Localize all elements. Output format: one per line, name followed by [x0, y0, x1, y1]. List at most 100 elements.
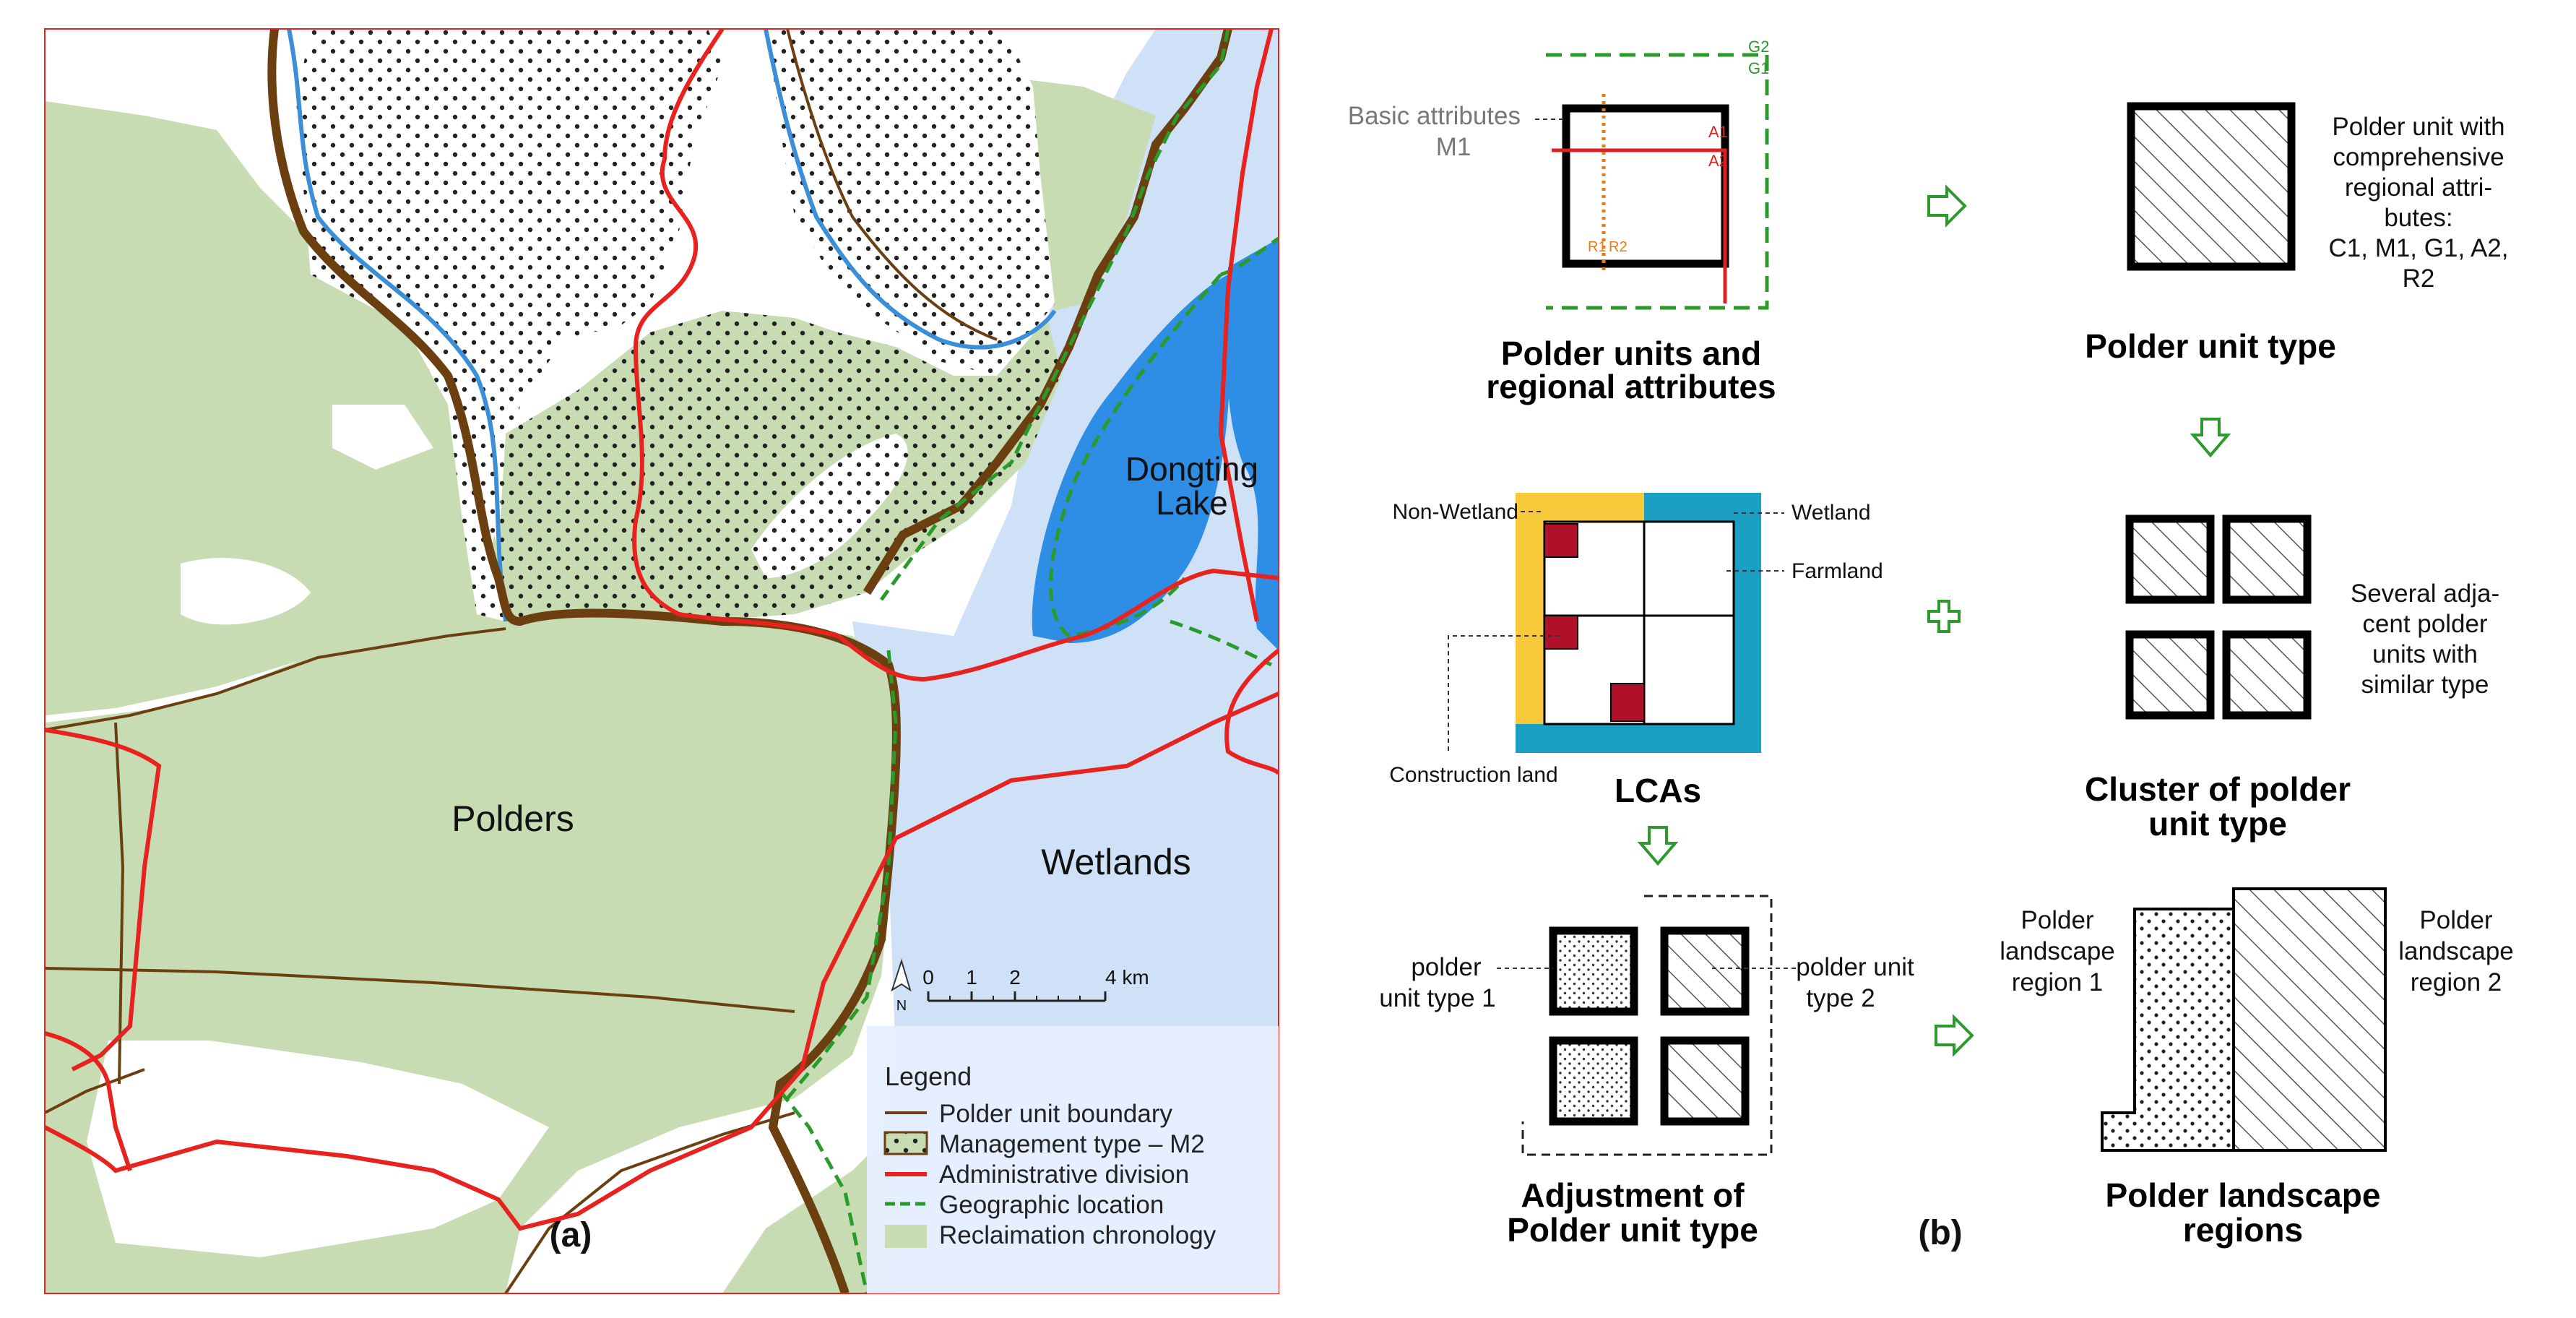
arrow-right-icon: [1927, 184, 1967, 228]
scale-tick-1: 1: [966, 966, 977, 988]
basic-attr-label-1: Basic attributes: [1348, 102, 1521, 130]
polders-label: Polders: [451, 798, 574, 839]
type1-label-1: polder: [1411, 953, 1482, 981]
step-adjustment-polder-unit-type: polder unit type 1 polder unit type 2 Ad…: [1379, 895, 1914, 1249]
step-polder-unit-type: Polder unit with comprehensive regional …: [2085, 102, 2509, 365]
basic-attr-label-2: M1: [1436, 133, 1471, 161]
step1-title-1: Polder units and: [1501, 335, 1761, 372]
cluster-unit-1: [2125, 514, 2215, 604]
type2-label-1: polder unit: [1796, 953, 1914, 981]
step2-desc-6: R2: [2403, 264, 2435, 293]
lake-label-1: Dongting: [1125, 450, 1258, 488]
region1-label-2: landscape: [2000, 937, 2115, 965]
step-polder-landscape-regions: Polder landscape region 1 Polder landsca…: [2000, 887, 2514, 1249]
step1-title-2: regional attributes: [1486, 368, 1776, 405]
g-boundary-dashed: [1546, 53, 1769, 310]
polder-area-left: [45, 101, 506, 715]
step5-title-2: Polder unit type: [1507, 1211, 1758, 1249]
attr-a1-label: A1: [1708, 123, 1728, 141]
arrow-down-icon: [2190, 418, 2231, 458]
main-dyke: [267, 29, 901, 1293]
attr-r2-label: R2: [1609, 239, 1628, 255]
management-area-white-dots-2: [766, 29, 1055, 376]
river-line: [287, 29, 508, 622]
type1-label-2: unit type 1: [1379, 984, 1496, 1012]
legend-title: Legend: [885, 1061, 972, 1091]
adjust-unit-1: [1549, 926, 1638, 1016]
non-wetland-label: Non-Wetland: [1392, 500, 1518, 524]
construction-leader: [1448, 635, 1560, 751]
legend: Legend Polder unit boundary Management t…: [867, 1026, 1279, 1293]
step-polder-units-regional-attributes: G2 G1 A1 A2 R1 R2 Basic attributes M1 Po…: [1348, 38, 1776, 405]
legend-item-management: Management type – M2: [939, 1130, 1205, 1158]
cluster-unit-3: [2125, 630, 2215, 720]
region1-label-3: region 1: [2012, 968, 2103, 996]
cluster-unit-4: [2222, 630, 2312, 720]
landscape-region-1: [2101, 908, 2235, 1152]
scale-tick-4: 4 km: [1105, 966, 1149, 988]
attr-r1-label: R1: [1588, 239, 1607, 255]
step2-desc-4: butes:: [2384, 204, 2452, 232]
legend-item-admin: Administrative division: [939, 1160, 1189, 1189]
step2-desc-1: Polder unit with: [2332, 113, 2504, 141]
region1-label-1: Polder: [2020, 906, 2094, 934]
white-patch-mid: [332, 405, 433, 470]
north-arrow-icon: [891, 958, 912, 992]
adjust-unit-3: [1549, 1036, 1638, 1126]
legend-item-boundary: Polder unit boundary: [939, 1100, 1172, 1128]
cluster-unit-2: [2222, 514, 2312, 604]
legend-swatch-chronology: [885, 1225, 927, 1248]
step-lcas: Non-Wetland Wetland Farmland Constructio…: [1389, 493, 1883, 809]
scale-tick-2: 2: [1009, 966, 1021, 988]
step6-title-2: regions: [2183, 1211, 2303, 1249]
region2-label-3: region 2: [2411, 968, 2502, 996]
step4-title-1: Cluster of polder: [2085, 770, 2351, 808]
step4-desc-2: cent polder: [2362, 610, 2488, 638]
polder-area-southwest-white: [87, 1041, 549, 1257]
north-label: N: [896, 998, 907, 1014]
polder-unit-type-square: [2127, 102, 2296, 271]
construction-land-patch-2: [1544, 615, 1578, 650]
adjust-unit-4: [1660, 1036, 1750, 1126]
step4-desc-1: Several adja-: [2351, 580, 2499, 608]
legend-item-chronology: Reclaimation chronology: [939, 1221, 1216, 1249]
step2-desc-3: regional attri-: [2345, 173, 2492, 202]
a-boundary-line: [1552, 148, 1727, 303]
farmland-label: Farmland: [1791, 559, 1883, 583]
step2-title: Polder unit type: [2085, 327, 2336, 365]
region2-label-2: landscape: [2398, 937, 2514, 965]
arrow-down-icon-2: [1637, 826, 1679, 866]
step2-desc-5: C1, M1, G1, A2,: [2329, 234, 2509, 262]
wetland-label: Wetland: [1791, 501, 1871, 525]
step5-title-1: Adjustment of: [1521, 1176, 1745, 1214]
legend-swatch-management: [883, 1131, 928, 1155]
panel-b-label: (b): [1918, 1214, 1962, 1252]
panel-a-label: (a): [550, 1216, 592, 1254]
step4-title-2: unit type: [2148, 805, 2287, 843]
step-cluster-polder-unit-type: Several adja- cent polder units with sim…: [2085, 514, 2499, 843]
map-panel: Polders Wetlands Dongting Lake N 0 1 2 4…: [44, 28, 1279, 1294]
construction-land-label: Construction land: [1389, 763, 1557, 787]
lake-label-2: Lake: [1156, 484, 1228, 522]
scale-tick-0: 0: [922, 966, 934, 988]
attr-a2-label: A2: [1708, 152, 1728, 170]
legend-item-geographic: Geographic location: [939, 1191, 1164, 1219]
attr-g2-label: G2: [1748, 38, 1769, 56]
adjust-unit-2: [1660, 926, 1750, 1016]
attr-g1-label: G1: [1748, 59, 1769, 77]
region2-label-1: Polder: [2419, 906, 2493, 934]
step4-desc-3: units with: [2372, 640, 2478, 668]
plus-icon: [1927, 600, 1961, 633]
step4-desc-4: similar type: [2361, 671, 2489, 699]
workflow-diagram-panel: G2 G1 A1 A2 R1 R2 Basic attributes M1 Po…: [1348, 38, 2514, 1252]
step3-title: LCAs: [1615, 772, 1701, 809]
landscape-region-2: [2232, 887, 2387, 1152]
step6-title-1: Polder landscape: [2106, 1176, 2381, 1214]
white-patch-left: [181, 558, 311, 625]
arrow-right-icon-2: [1935, 1014, 1974, 1057]
construction-land-patch-1: [1544, 523, 1578, 558]
white-dots-patch: [751, 434, 908, 578]
type2-label-2: type 2: [1806, 984, 1875, 1012]
management-area-white-dots: [296, 29, 722, 621]
dongting-lake: [1032, 275, 1231, 643]
